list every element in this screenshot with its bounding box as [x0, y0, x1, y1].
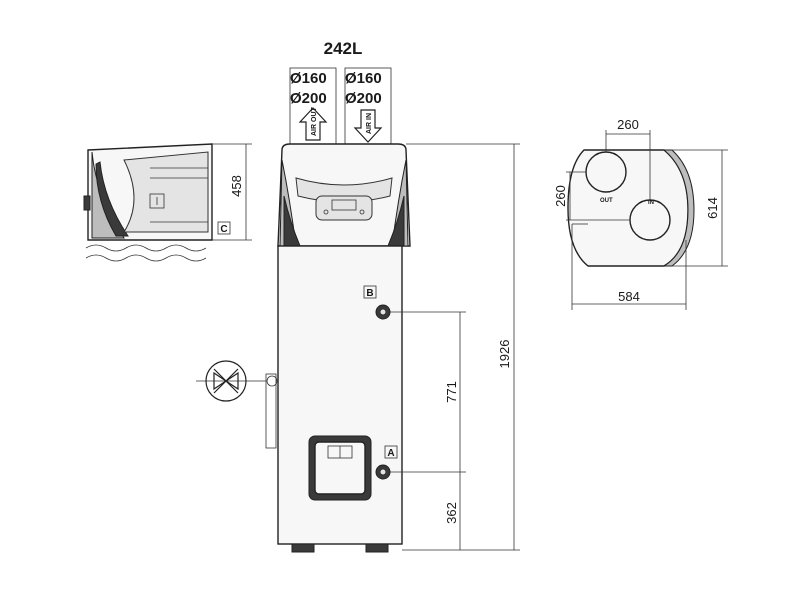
valve-symbol-icon: [205, 360, 247, 402]
dim-614: 614: [705, 197, 720, 219]
top-out-label: OUT: [600, 198, 613, 204]
control-panel: [315, 195, 373, 221]
connection-b: B: [363, 285, 391, 320]
top-outlet-air-out: [585, 151, 627, 193]
tank-foot-left: [291, 543, 315, 553]
air-in-label: AIR IN: [366, 113, 373, 134]
dim-771: 771: [444, 381, 459, 403]
tank-foot-right: [365, 543, 389, 553]
right-pipe-diameter-1: Ø160: [345, 70, 382, 87]
dim-458: 458: [229, 175, 244, 197]
dim-260-horizontal: 260: [617, 117, 639, 132]
marker-c: C: [220, 224, 227, 235]
air-out-label: AIR OUT: [311, 107, 318, 137]
air-in-arrow-icon: AIR IN: [353, 109, 383, 143]
side-connector: [149, 193, 165, 209]
air-out-arrow-icon: AIR OUT: [298, 107, 328, 141]
control-display: [331, 199, 357, 211]
front-view-head: [277, 143, 411, 247]
dim-584: 584: [618, 289, 640, 304]
side-valve: [196, 360, 278, 449]
left-pipe-diameter-2: Ø200: [290, 90, 327, 107]
dimension-connection-b: 771: [390, 311, 466, 550]
top-view: OUT IN 260 260 614 584: [553, 117, 728, 310]
right-pipe-diameter-2: Ø200: [345, 90, 382, 107]
dimension-total-height: 1926: [402, 143, 520, 551]
dim-362: 362: [444, 502, 459, 524]
dim-1926: 1926: [497, 340, 512, 369]
left-pipe-diameter-1: Ø160: [290, 70, 327, 87]
marker-b: B: [366, 288, 373, 299]
access-panel: [308, 435, 372, 501]
model-title: 242L: [324, 39, 363, 58]
top-in-label: IN: [648, 200, 654, 206]
top-outlet-air-in: [629, 199, 671, 241]
dimension-connection-a: 362: [390, 471, 466, 524]
side-view: 458 C: [83, 143, 252, 262]
dim-260-vertical: 260: [553, 185, 568, 207]
marker-a: A: [387, 448, 394, 459]
pipe-labels: Ø160 Ø200 Ø160 Ø200: [290, 70, 382, 107]
